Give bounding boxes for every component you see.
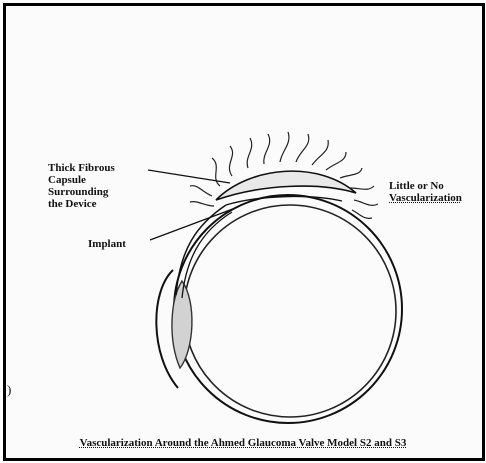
vascularization-label-line-1: Little or No — [389, 180, 462, 192]
capsule-label-line-3: Surrounding — [48, 186, 115, 198]
eyeball-inner-wall — [184, 205, 396, 417]
figure-caption: Vascularization Around the Ahmed Glaucom… — [0, 437, 486, 449]
capsule-leader-line — [148, 170, 230, 183]
vascularization-label: Little or No Vascularization — [389, 180, 462, 204]
capsule-label-line-2: Capsule — [48, 174, 115, 186]
implant-label-text: Implant — [88, 238, 126, 250]
edge-mark: ) — [7, 382, 11, 398]
eyeball-outer-wall — [174, 195, 402, 423]
implant-label: Implant — [88, 238, 126, 250]
capsule-label-line-4: the Device — [48, 198, 115, 210]
vascularization-label-line-2: Vascularization — [389, 192, 462, 204]
capsule-label: Thick Fibrous Capsule Surrounding the De… — [48, 162, 115, 210]
capsule-label-line-1: Thick Fibrous — [48, 162, 115, 174]
